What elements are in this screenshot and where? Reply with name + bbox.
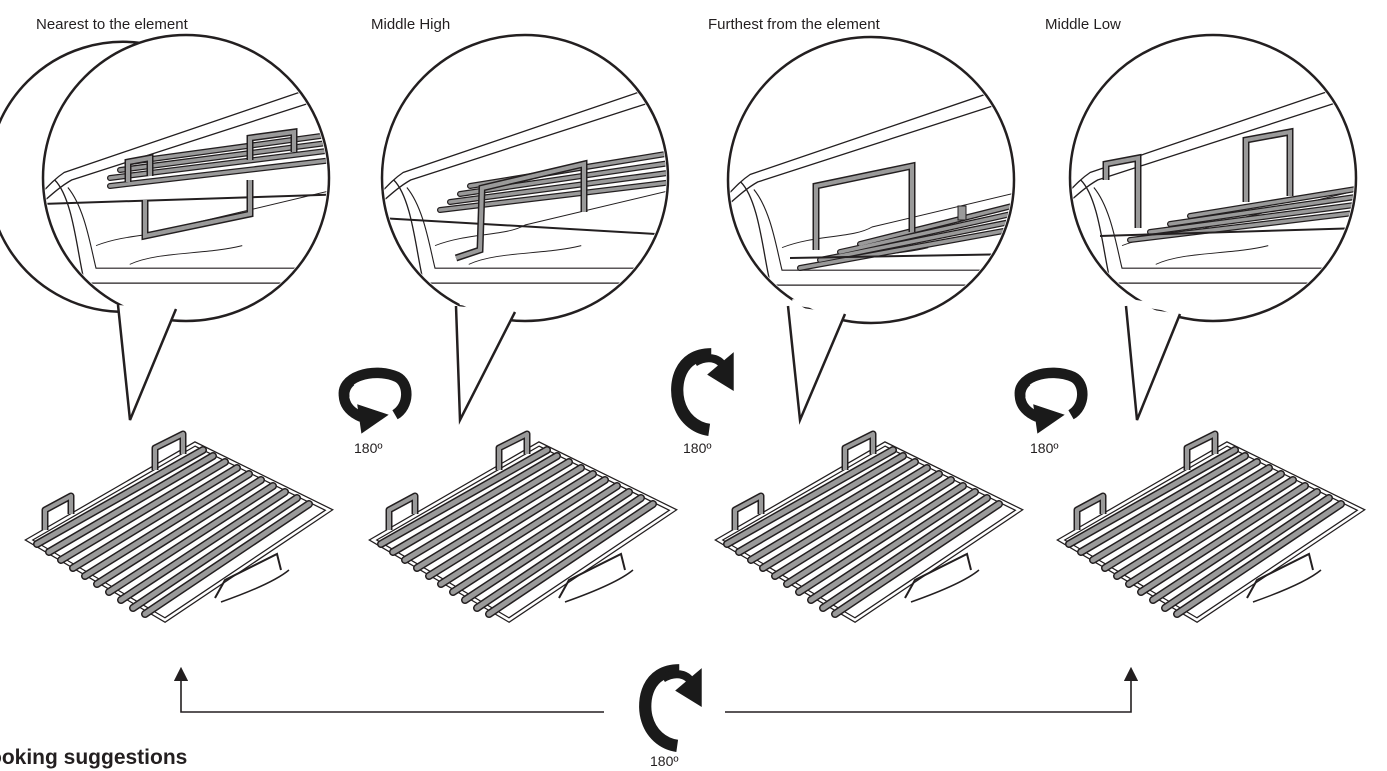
label-furthest: Furthest from the element [708, 16, 880, 33]
rotation-label: 180º [683, 440, 712, 456]
rotation-label: 180º [650, 753, 679, 769]
rotate-vertical-icon [645, 668, 702, 746]
cycle-connector [173, 666, 1139, 713]
section-heading: ooking suggestions [0, 746, 188, 769]
zoom-view-nearest [0, 33, 331, 421]
label-nearest: Nearest to the element [36, 16, 188, 33]
rotate-horizontal-icon [1020, 373, 1082, 434]
shelf-rack-nearest [29, 434, 329, 620]
shelf-rack-middle-low [1061, 434, 1361, 620]
zoom-view-middle-low [1068, 33, 1358, 421]
rotate-vertical-icon [677, 352, 734, 430]
shelf-rack-middle-high [373, 434, 673, 620]
rotation-label: 180º [354, 440, 383, 456]
label-middle-low: Middle Low [1045, 16, 1121, 33]
label-middle-high: Middle High [371, 16, 451, 33]
rotation-label: 180º [1030, 440, 1059, 456]
zoom-view-middle-high [380, 33, 670, 425]
zoom-view-furthest [726, 35, 1016, 425]
shelf-rack-furthest [719, 434, 1019, 620]
rotate-horizontal-icon [344, 373, 406, 434]
